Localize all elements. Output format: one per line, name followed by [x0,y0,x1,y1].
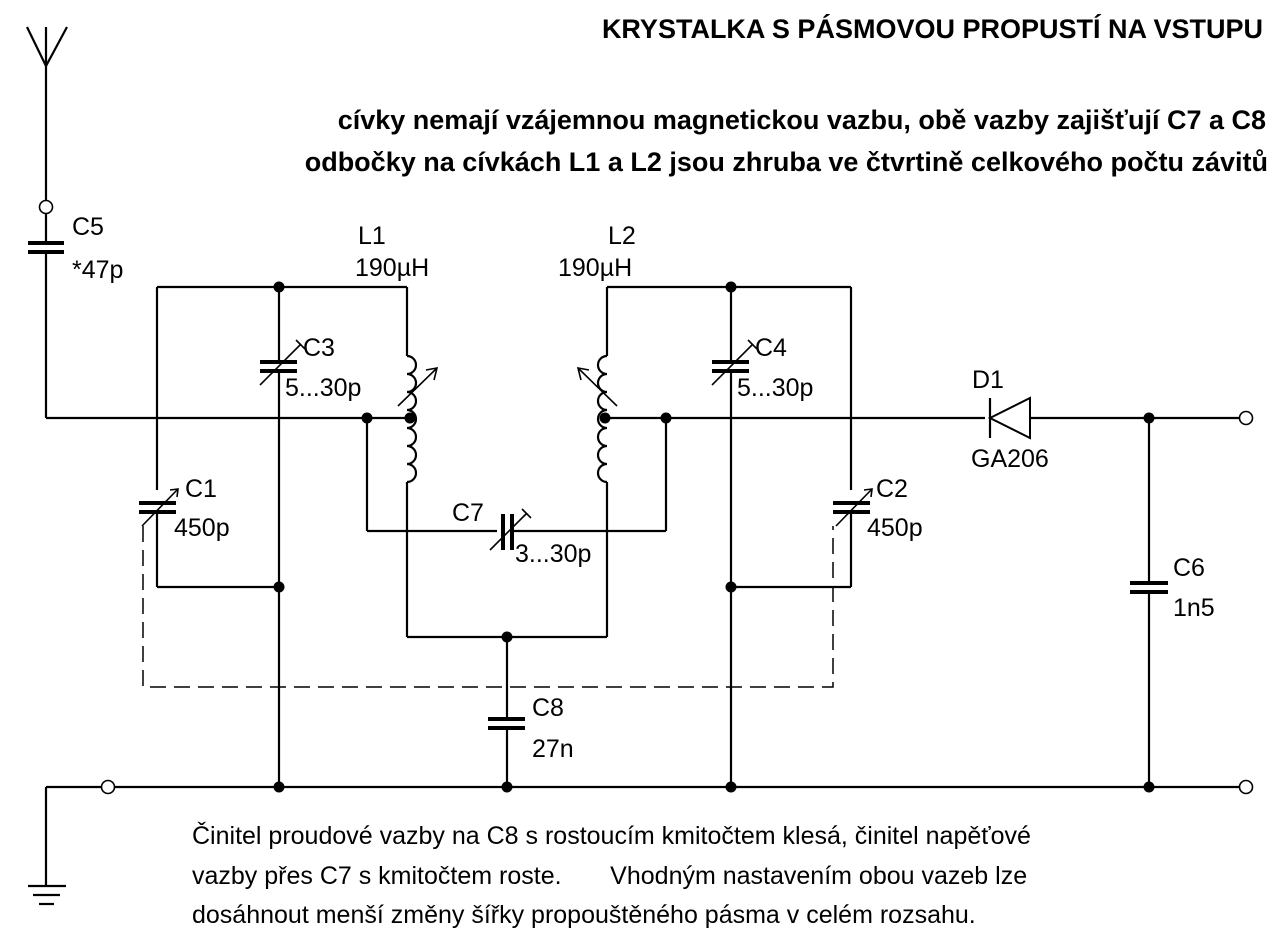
note-line-2: vazby přes C7 s kmitočtem roste. Vhodným… [192,862,1027,890]
note-line-1: Činitel proudové vazby na C8 s rostoucím… [192,821,1031,850]
junction-dot-icon [273,281,285,293]
c6-value: 1n5 [1173,594,1215,622]
subtitle-line-2: odbočky na cívkách L1 a L2 jsou zhruba v… [305,147,1268,177]
junction-dot-icon [361,412,373,424]
capacitor-c8-icon [488,717,525,730]
diode-d1-icon [987,396,1031,440]
junction-dot-icon [273,781,285,793]
gang-link-dashed [142,526,834,688]
junction-dot-icon [1143,412,1155,424]
ground-icon [28,787,66,906]
antenna-icon [26,26,68,200]
output-terminal-top-icon[interactable] [1238,410,1254,426]
l1-name: L1 [358,222,386,250]
c1-value: 450p [174,514,230,542]
c7-name: C7 [452,499,484,527]
subtitle-line-1: cívky nemají vzájemnou magnetickou vazbu… [338,105,1266,135]
variable-inductor-l1-icon [397,354,439,484]
d1-value: GA206 [971,445,1049,473]
c2-value: 450p [867,514,923,542]
c3-name: C3 [303,334,335,362]
variable-capacitor-c3-icon [259,339,306,386]
junction-dot-icon [599,412,611,424]
junction-dot-icon [660,412,672,424]
c1-name: C1 [185,475,217,503]
diagram-title: KRYSTALKA S PÁSMOVOU PROPUSTÍ NA VSTUPU [602,13,1263,44]
junction-dot-icon [725,581,737,593]
c4-name: C4 [755,334,787,362]
l2-name: L2 [608,222,636,250]
junction-dot-icon [404,412,416,424]
c8-name: C8 [532,694,564,722]
variable-capacitor-c4-icon [711,339,758,386]
note-line-3: dosáhnout menší změny šířky propouštěnéh… [192,901,976,929]
c5-name: C5 [72,213,104,241]
c4-value: 5...30p [737,374,813,402]
d1-name: D1 [972,366,1004,394]
junction-dot-icon [273,581,285,593]
c6-name: C6 [1173,554,1205,582]
ground-input-terminal-icon[interactable] [100,779,116,795]
capacitor-c6-icon [1130,581,1168,594]
variable-capacitor-c2-icon [833,488,873,527]
l2-value: 190µH [558,254,632,282]
junction-dot-icon [501,781,513,793]
c2-name: C2 [876,475,908,503]
l1-value: 190µH [355,254,429,282]
junction-dot-icon [501,631,513,643]
junction-dot-icon [725,281,737,293]
junction-dot-icon [1143,781,1155,793]
variable-capacitor-c1-icon [139,488,179,527]
c8-value: 27n [532,735,574,763]
variable-inductor-l2-icon [576,354,618,484]
capacitor-c5-icon [28,214,64,418]
junction-dot-icon [725,781,737,793]
c3-value: 5...30p [285,374,361,402]
output-terminal-bottom-icon[interactable] [1238,779,1254,795]
c7-value: 3...30p [515,540,591,568]
variable-capacitor-c7-icon [489,508,532,551]
c5-value: *47p [72,256,123,284]
antenna-terminal-icon[interactable] [38,199,54,215]
junction-dots [273,281,1155,793]
